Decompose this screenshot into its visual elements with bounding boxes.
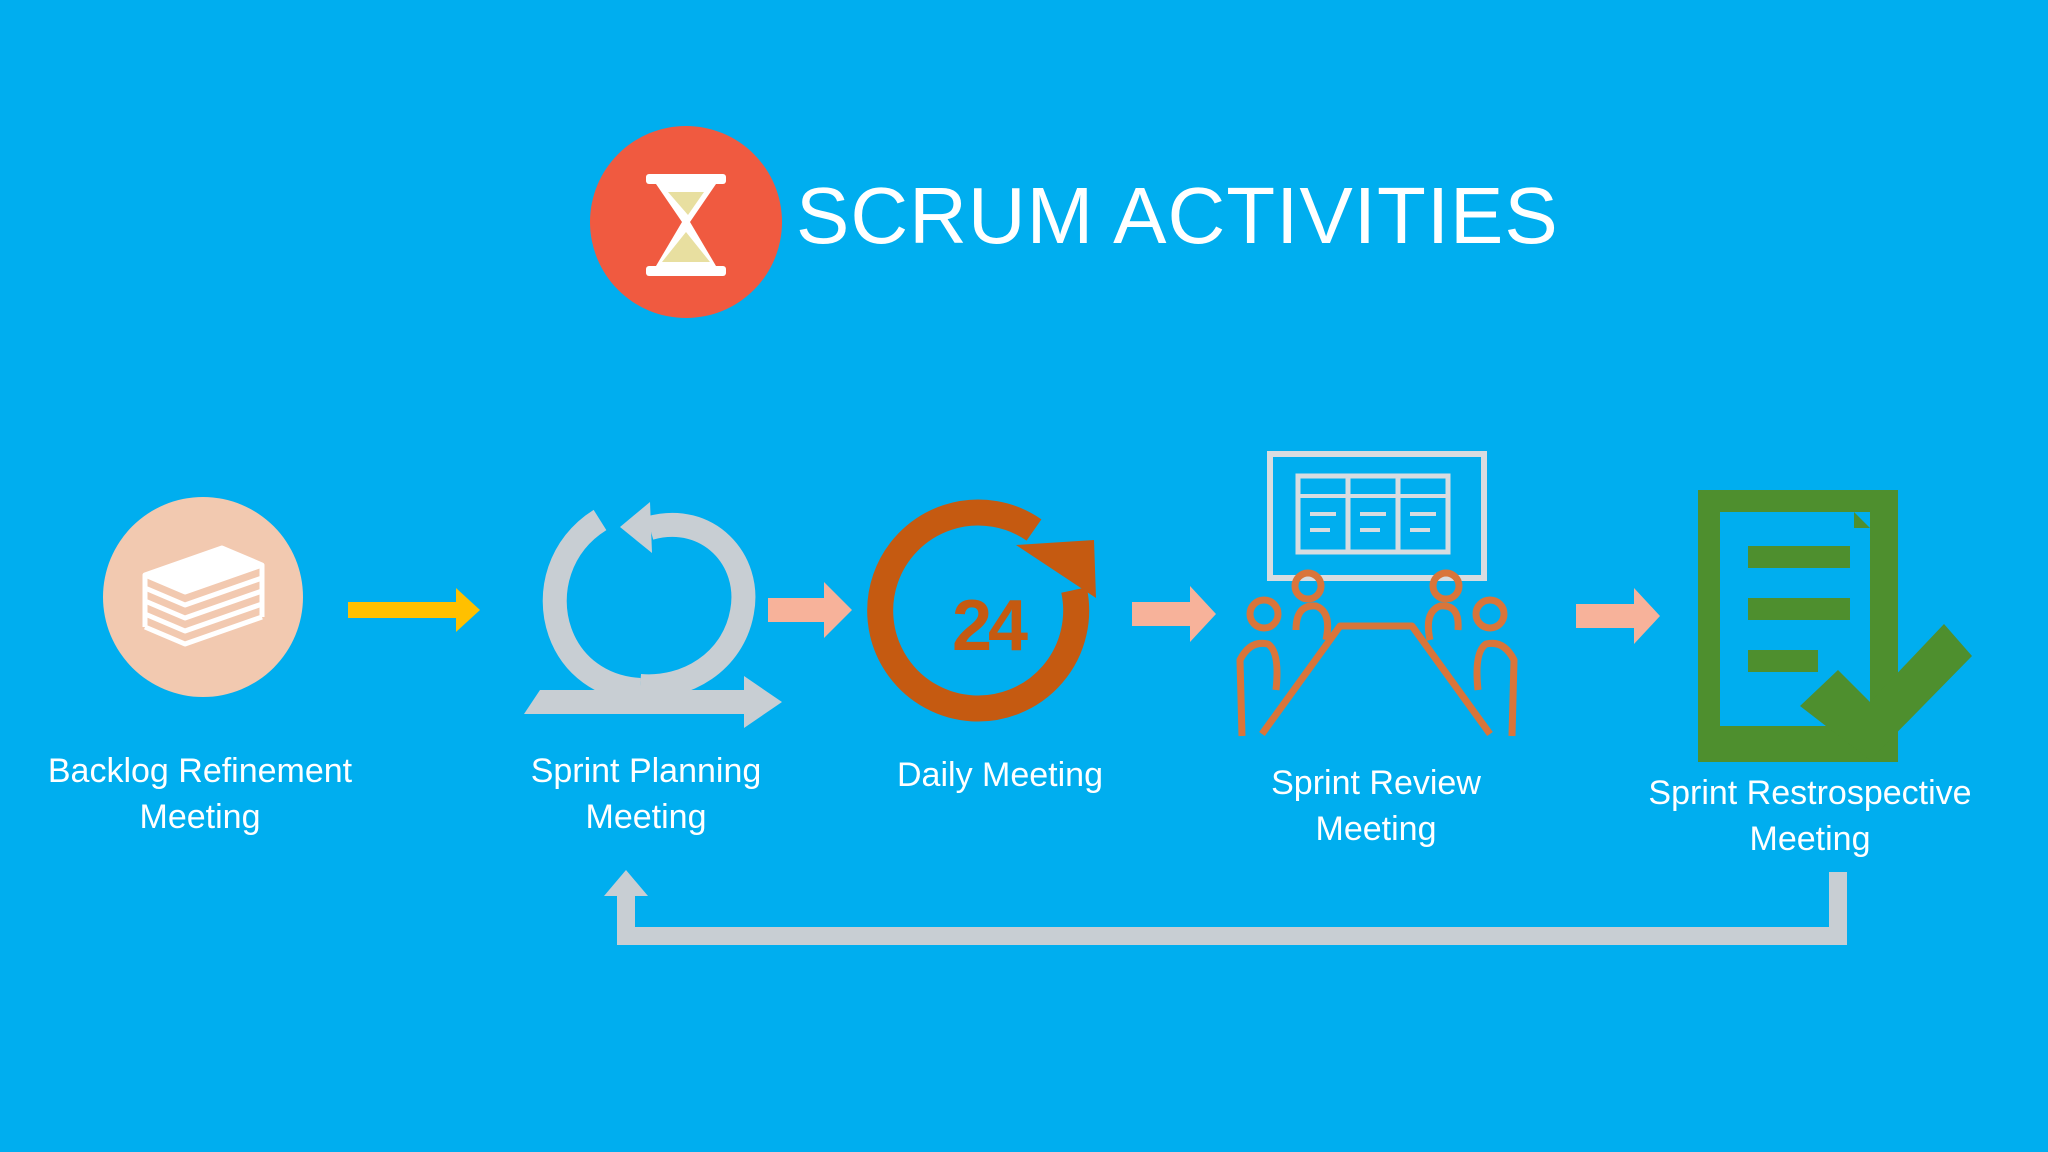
flow-arrow-1: [348, 588, 480, 632]
step-label-daily-meeting: Daily Meeting: [860, 752, 1140, 798]
cycle-arrows-icon: [524, 502, 782, 728]
step-label-sprint-planning: Sprint Planning Meeting: [506, 748, 786, 840]
meeting-board-icon: [1236, 451, 1518, 737]
step-label-line: Daily Meeting: [897, 756, 1103, 794]
step-label-sprint-retrospective: Sprint Restrospective Meeting: [1630, 770, 1990, 862]
step-label-line: Meeting: [585, 798, 707, 836]
step-label-line: Backlog Refinement: [47, 752, 353, 790]
checklist-icon: [1698, 490, 1972, 762]
step-label-line: Meeting: [1749, 820, 1871, 858]
hourglass-icon: [590, 126, 782, 318]
step-label-line: Sprint Planning: [530, 752, 762, 790]
step-label-backlog-refinement: Backlog Refinement Meeting: [40, 748, 360, 840]
step-label-line: Sprint Restrospective: [1648, 774, 1972, 812]
feedback-loop-arrow: [604, 870, 1847, 945]
24-hour-icon: 24: [867, 499, 1096, 722]
step-label-sprint-review: Sprint Review Meeting: [1236, 760, 1516, 852]
flow-arrow-4: [1576, 588, 1660, 644]
step-label-line: Meeting: [1315, 810, 1437, 848]
flow-arrow-3: [1132, 586, 1216, 642]
paper-stack-icon: [103, 497, 303, 697]
flow-arrow-2: [768, 582, 852, 638]
page-title: SCRUM ACTIVITIES: [796, 171, 1559, 260]
step-label-line: Meeting: [139, 798, 261, 836]
step-label-line: Sprint Review: [1271, 764, 1481, 802]
daily-icon-number: 24: [952, 586, 1028, 666]
